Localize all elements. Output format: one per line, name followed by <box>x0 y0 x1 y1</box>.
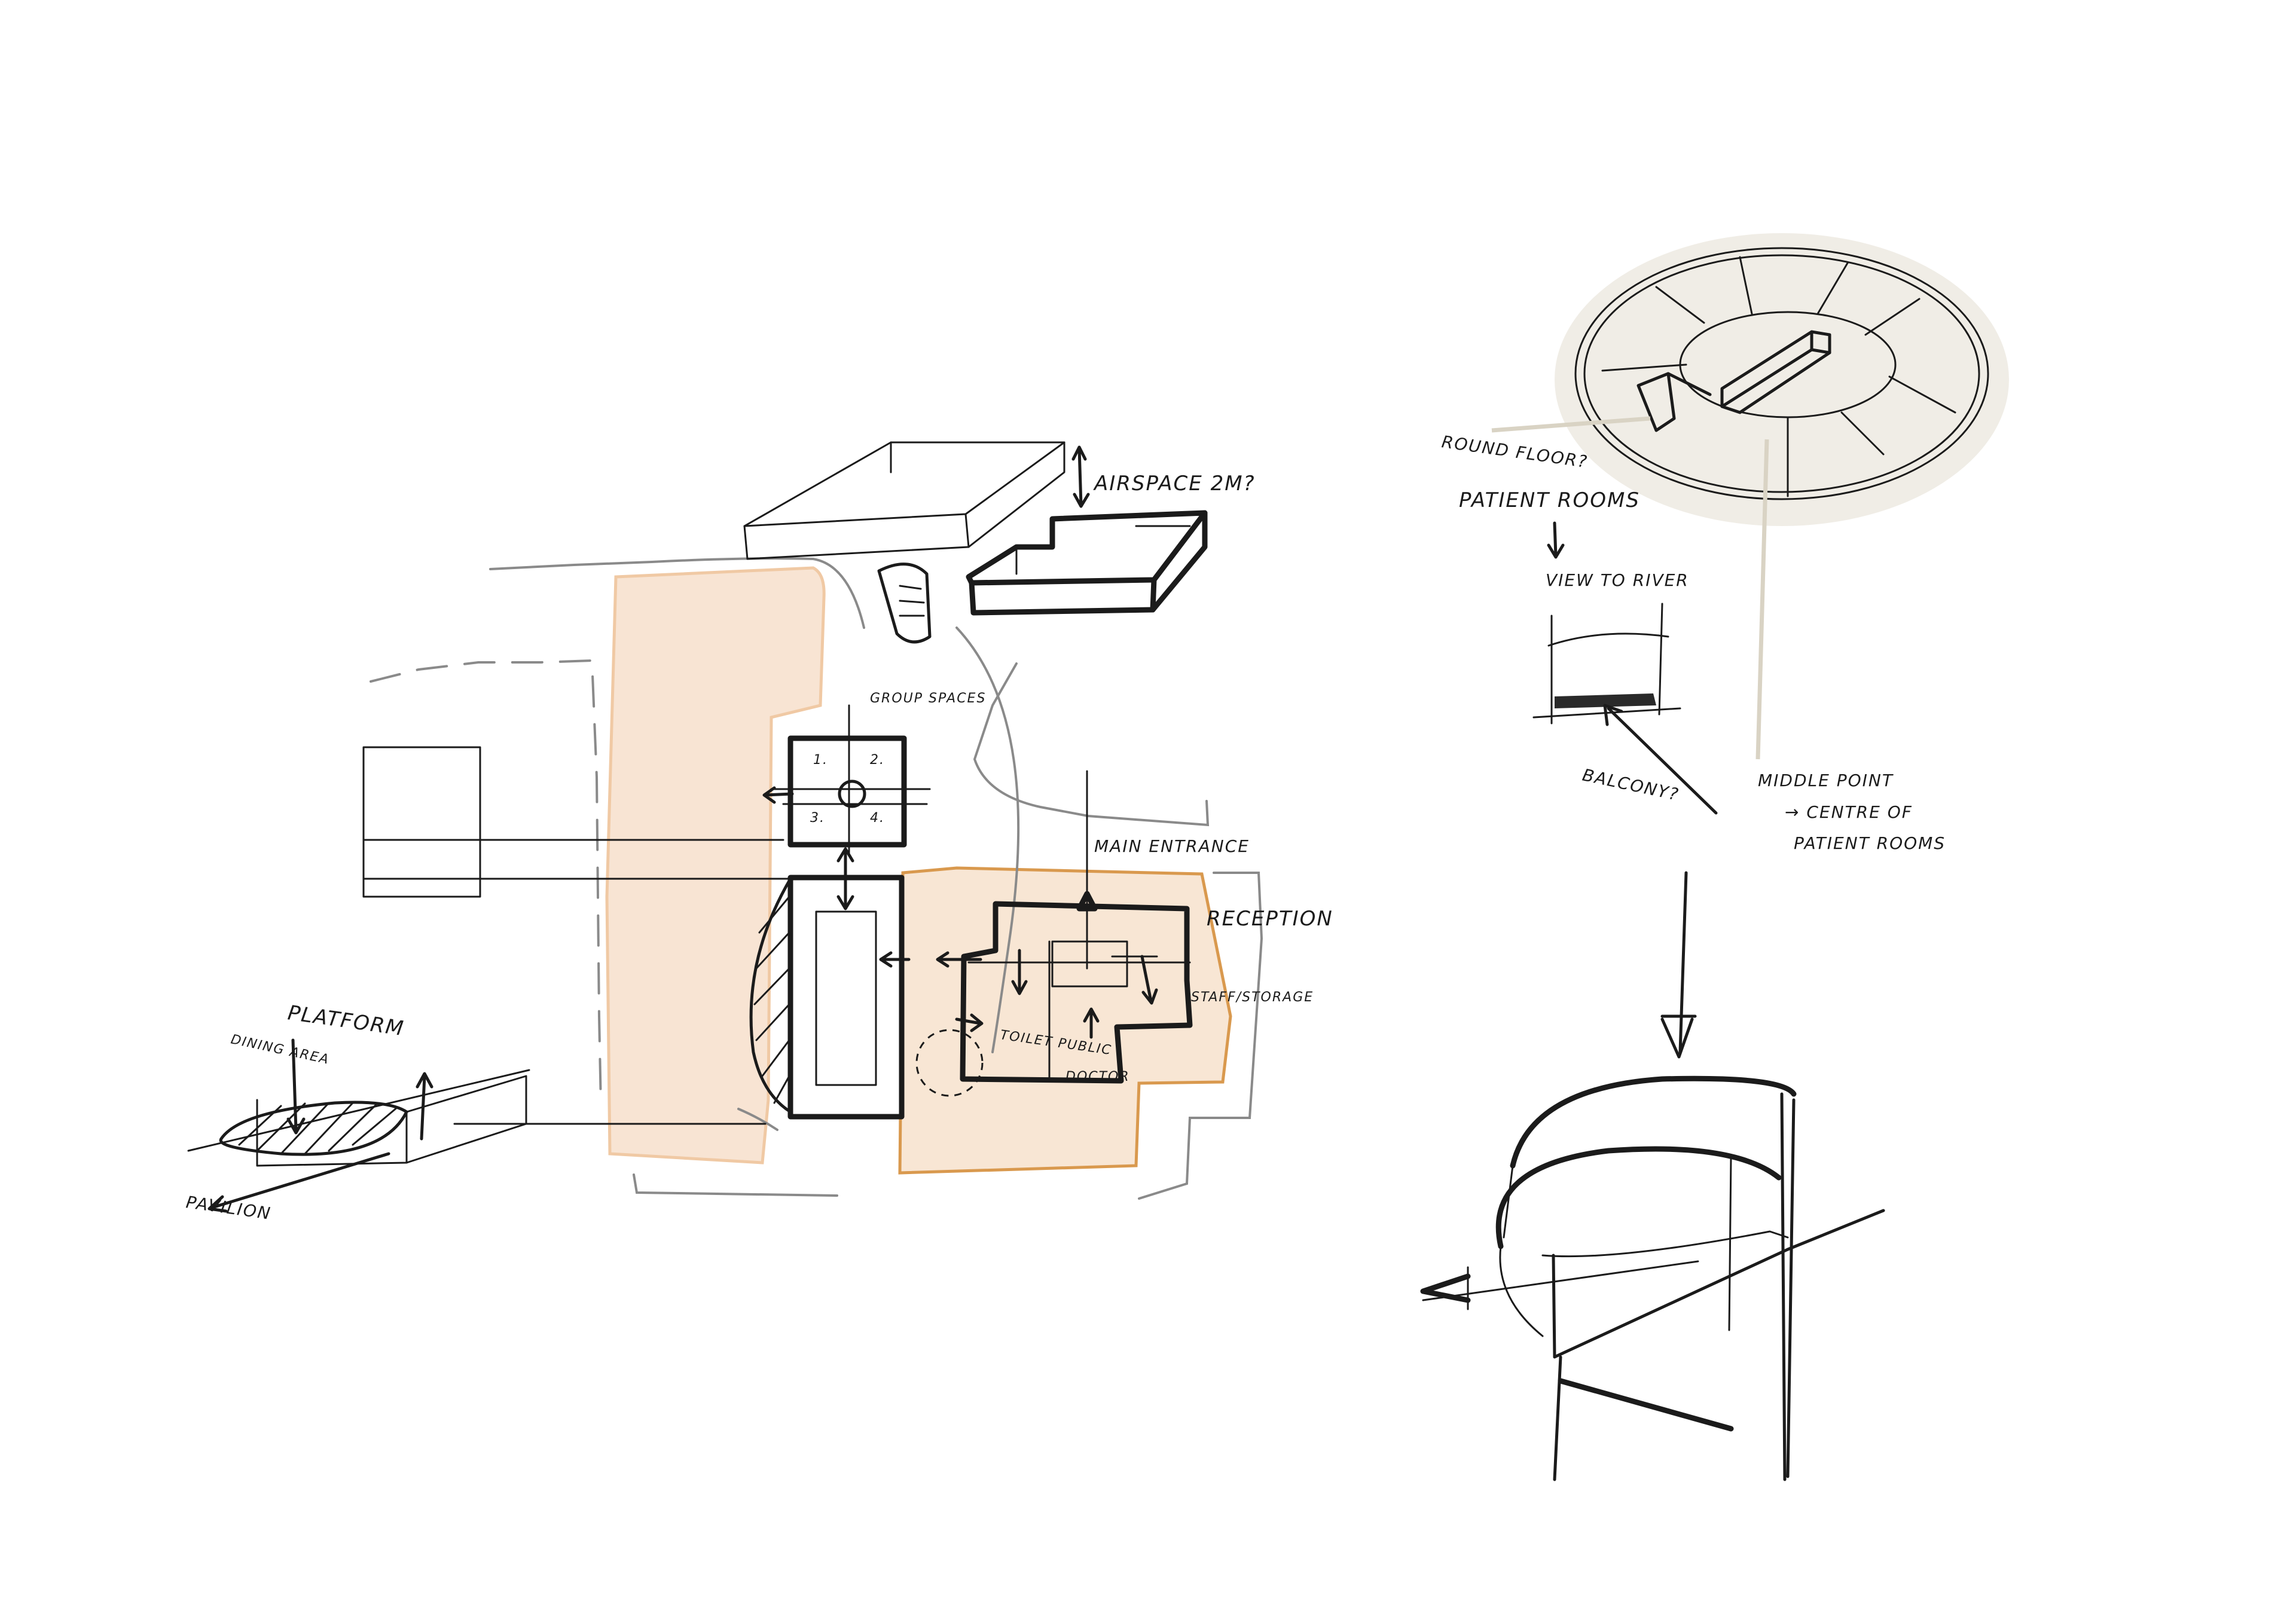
cylinder-edge <box>1552 1254 1556 1359</box>
arrow-down <box>1140 955 1158 1005</box>
view-diagram: PATIENT ROOMS VIEW TO RIVER BALCONY? MID… <box>1459 488 1946 853</box>
cylinder-top-inner <box>1495 1146 1782 1249</box>
label-staff-storage: STAFF/STORAGE <box>1191 990 1314 1005</box>
hatch <box>753 895 790 1104</box>
label-patient-rooms: PATIENT ROOMS <box>1459 488 1640 512</box>
section-plane <box>1422 1260 1699 1301</box>
outer-ring-inner <box>1583 254 1980 493</box>
reception-desk <box>1051 940 1128 988</box>
section-arrow <box>1420 1273 1471 1303</box>
label-dining-area-1: DINING AREA <box>230 1032 331 1067</box>
platform-arrow <box>286 1038 306 1135</box>
label-view-to-river: VIEW TO RIVER <box>1546 570 1689 590</box>
cylinder-edge <box>1786 1098 1796 1478</box>
platform-arrow <box>416 1072 433 1141</box>
leader-line <box>1755 439 1769 760</box>
upper-room-box <box>966 510 1208 616</box>
label-room-3: 3. <box>810 811 825 826</box>
label-ground-floor-1: ROUND FLOOR? <box>1440 432 1589 472</box>
label-middle-point-2: → CENTRE OF <box>1785 802 1913 822</box>
label-main-entrance: MAIN ENTRANCE <box>1094 836 1250 856</box>
peach-zone <box>605 566 826 1164</box>
leader-line <box>1491 416 1651 433</box>
label-middle-point-3: PATIENT ROOMS <box>1794 833 1946 853</box>
context-line <box>489 557 865 629</box>
entrance-arrow <box>1076 891 1098 912</box>
airspace-arrow <box>1071 445 1090 508</box>
floor-slab <box>1541 1230 1789 1258</box>
cylinder-edge <box>1728 1156 1732 1331</box>
label-reception: RECEPTION <box>1207 907 1333 931</box>
arrow-into-main <box>936 951 982 968</box>
stair-core <box>877 563 932 644</box>
context-curve <box>955 626 1020 1053</box>
context-line <box>633 1173 838 1197</box>
label-room-1: 1. <box>813 753 828 768</box>
context-line <box>1138 872 1263 1200</box>
label-balcony: BALCONY? <box>1581 765 1681 805</box>
central-bar <box>1636 330 1831 432</box>
balcony-arrow <box>1603 704 1718 815</box>
label-pavilion: PAVILION <box>185 1192 273 1224</box>
context-line <box>737 1108 778 1131</box>
view-horizon <box>1547 632 1669 647</box>
cylinder-top-outer <box>1510 1075 1797 1169</box>
main-block <box>787 875 905 1120</box>
down-arrow <box>1660 871 1697 1059</box>
arrow-into-main <box>879 951 911 968</box>
cylinder-wall <box>1499 1245 1544 1337</box>
cylinder-edge <box>1553 1355 1562 1481</box>
site-plan: GROUP SPACES 1. 2. 3. 4. <box>185 441 1333 1224</box>
section-plane <box>1553 1209 1885 1359</box>
curved-facade <box>749 877 792 1114</box>
label-airspace: AIRSPACE 2M? <box>1093 472 1256 496</box>
main-block-inner <box>815 910 877 1086</box>
toilet-circle <box>915 1029 984 1097</box>
group-spaces-block <box>787 735 907 848</box>
group-spaces-core <box>838 780 866 808</box>
cylinder-sketch <box>1420 871 1885 1481</box>
label-platform: PLATFORM <box>286 1001 406 1041</box>
arrow-up <box>1083 1007 1100 1039</box>
label-doctor: DOCTOR <box>1065 1069 1130 1084</box>
halo <box>1555 233 2009 526</box>
label-group-spaces: GROUP SPACES <box>870 691 986 706</box>
airspace-box: AIRSPACE 2M? <box>743 441 1256 560</box>
arrow-down <box>1011 949 1028 995</box>
pavilion-arrow <box>207 1152 390 1213</box>
arrow-down <box>1547 521 1565 559</box>
radial-lines <box>1601 256 1956 497</box>
orange-zone <box>898 866 1232 1175</box>
cylinder-edge <box>1780 1092 1787 1481</box>
outer-ring <box>1574 247 1989 500</box>
cylinder-edge <box>1503 1164 1514 1239</box>
view-frame <box>1658 603 1663 716</box>
arrow-curve <box>955 1013 984 1032</box>
balcony-hatch <box>1555 693 1656 708</box>
label-room-2: 2. <box>870 753 885 768</box>
label-room-4: 4. <box>870 811 885 826</box>
arrow-left <box>762 786 794 804</box>
reference-box <box>362 746 481 898</box>
context-dashed <box>370 659 602 1107</box>
platform-sketch: DINING AREA PLATFORM PAVILION <box>185 1001 530 1224</box>
context-line <box>973 662 1210 827</box>
base-line <box>1558 1378 1734 1432</box>
label-middle-point-1: MIDDLE POINT <box>1758 771 1894 790</box>
reception-block <box>960 901 1193 1084</box>
